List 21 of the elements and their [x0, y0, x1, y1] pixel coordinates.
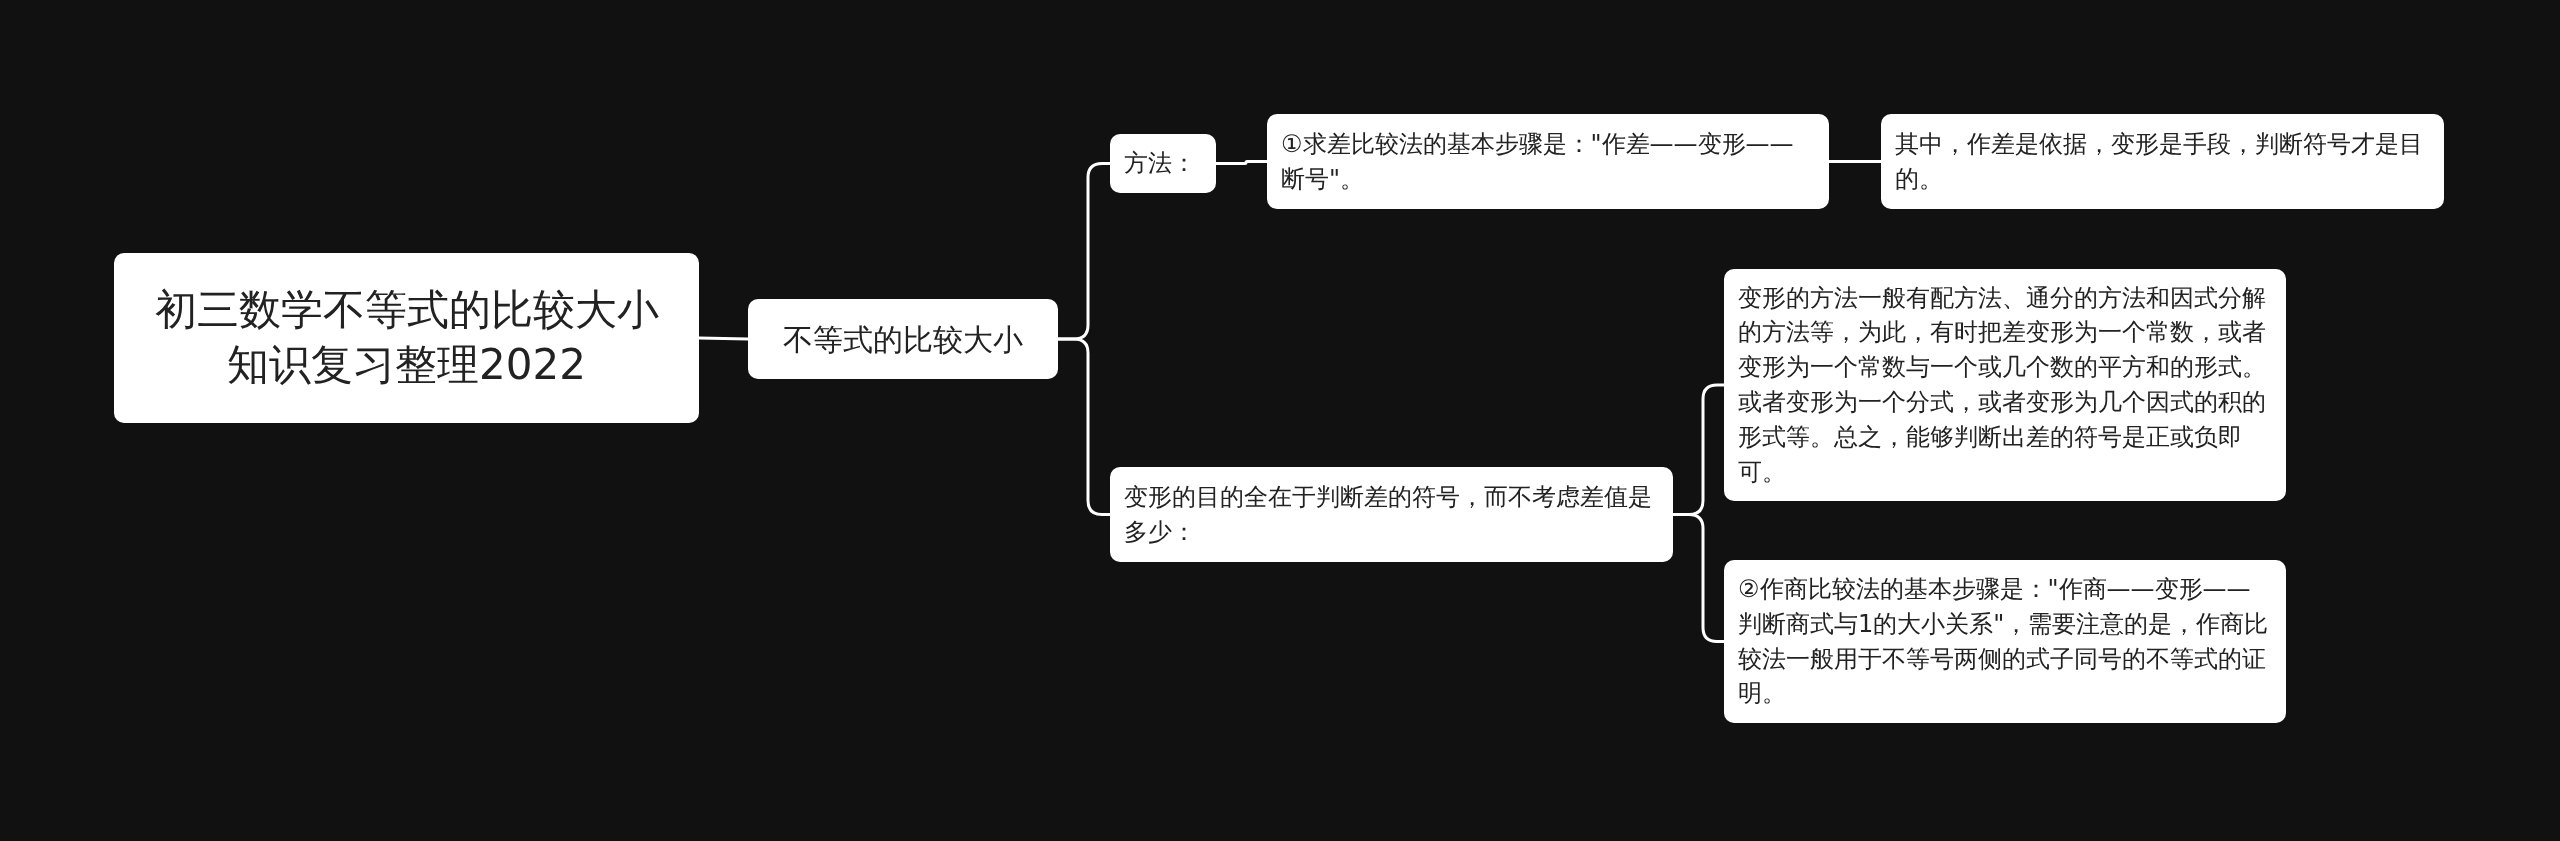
connector-line — [1673, 513, 1724, 643]
topic-text: 方法： — [1124, 148, 1196, 180]
topic-box — [748, 299, 1058, 379]
topic-box — [1881, 114, 2444, 209]
topic-box — [1267, 114, 1829, 209]
topic-box — [1724, 560, 2286, 723]
topic-text: 初三数学不等式的比较大小知识复习整理2022 — [153, 284, 660, 391]
topic-text: 变形的目的全在于判断差的符号，而不考虑差值是多少： — [1124, 481, 1653, 548]
connector-line — [1058, 337, 1110, 516]
connector-line — [1829, 160, 1881, 163]
topic-text: ①求差比较法的基本步骤是："作差——变形——断号"。 — [1281, 128, 1795, 195]
topic-text: ②作商比较法的基本步骤是："作商——变形——判断商式与1的大小关系"，需要注意的是，作商比较法一般用于不等号两侧的式子同号的不等式的证明。 — [1738, 573, 2270, 710]
connector-line — [1216, 160, 1267, 165]
topic-text: 变形的方法一般有配方法、通分的方法和因式分解的方法等，为此，有时把差变形为一个常数，或者变形为一个常数与一个或几个数的平方和的形式。或者变形为一个分式，或者变形为几个因式的积的形式等。总之，能够判断出差的符号是正或负即可。 — [1738, 282, 2267, 488]
topic-text: 不等式的比较大小 — [783, 320, 1023, 359]
topic-box — [1110, 467, 1673, 562]
connector-line — [698, 336, 749, 341]
topic-box — [1724, 269, 2286, 501]
topic-box — [1110, 134, 1216, 193]
topic-box — [114, 253, 699, 423]
topic-text: 其中，作差是依据，变形是手段，判断符号才是目的。 — [1895, 128, 2424, 195]
